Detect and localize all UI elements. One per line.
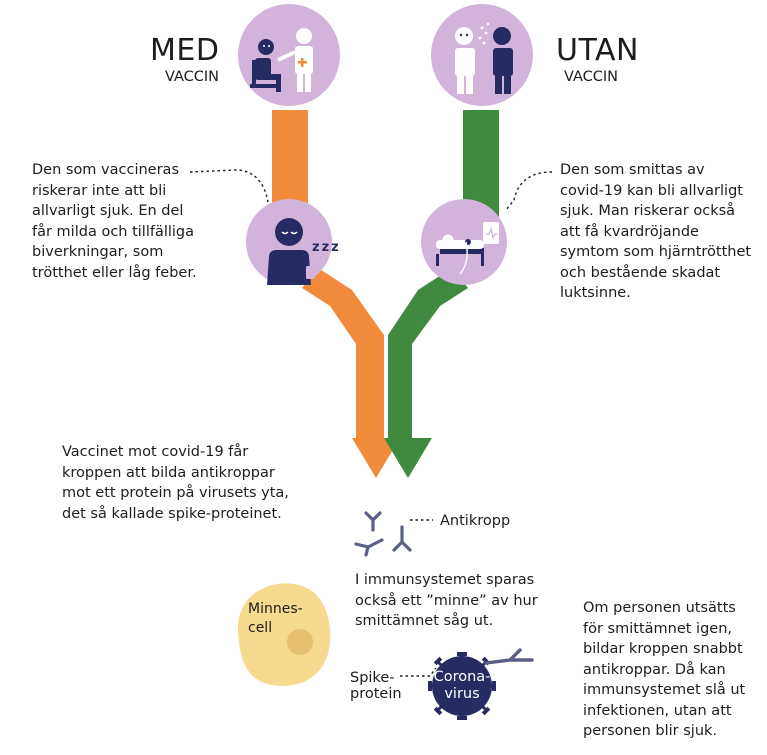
med-heading: MED xyxy=(150,33,220,68)
without-vaccine-description: Den som smittas av covid-19 kan bli allv… xyxy=(560,162,752,301)
utan-subheading: VACCIN xyxy=(564,69,619,85)
reexposure-explanation: Om personen utsätts för smittämnet igen,… xyxy=(583,600,746,739)
coronavirus xyxy=(428,648,534,720)
left-connector xyxy=(189,169,269,203)
memory-cell-label: Minnes- cell xyxy=(248,601,303,636)
with-vaccine-description: Den som vaccineras riskerar inte att bli… xyxy=(32,162,197,281)
med-subheading: VACCIN xyxy=(165,69,220,85)
vaccination-icon xyxy=(238,4,340,106)
vaccine-explanation: Vaccinet mot covid-19 får kroppen att bi… xyxy=(62,444,289,522)
spike-connector xyxy=(400,667,437,677)
zzz-label: zzz xyxy=(312,240,341,255)
spike-protein-label: Spike- protein xyxy=(350,670,402,702)
infection-icon xyxy=(431,4,533,106)
green-path xyxy=(384,110,499,478)
coronavirus-label: Corona- virus xyxy=(433,669,491,702)
antibody-group xyxy=(354,511,412,557)
hospital-bed-icon xyxy=(421,199,507,285)
memory-explanation: I immunsystemet sparas också ett ”minne”… xyxy=(355,572,538,629)
utan-heading: UTAN xyxy=(556,33,639,68)
right-connector xyxy=(505,171,553,211)
tired-person-icon xyxy=(246,199,332,285)
memory-cell xyxy=(237,583,331,686)
orange-path xyxy=(272,110,400,478)
antibody-label: Antikropp xyxy=(440,513,511,529)
